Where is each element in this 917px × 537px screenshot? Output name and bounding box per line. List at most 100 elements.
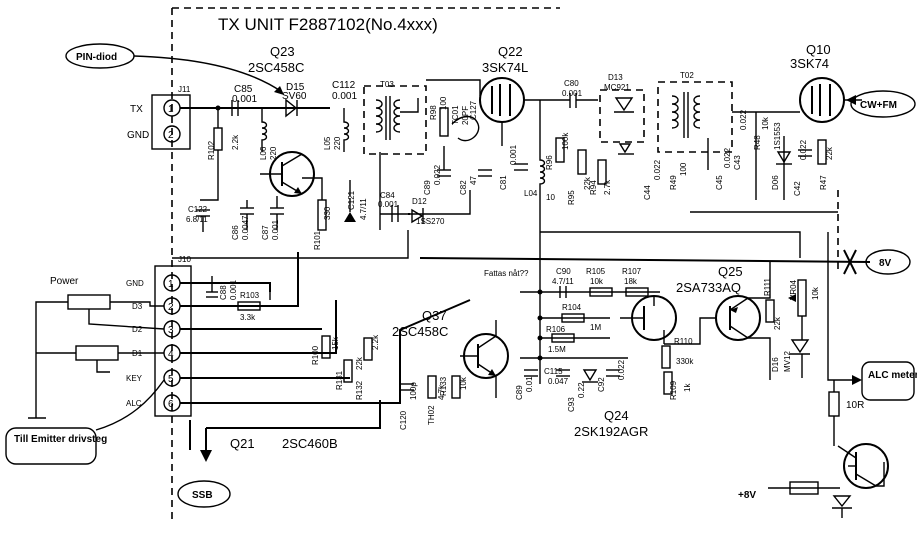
components-r102-0-label: R102 bbox=[207, 140, 216, 160]
components-r107-0-label: R107 bbox=[622, 267, 642, 276]
components-c122-1-label: 6.8/11 bbox=[186, 215, 208, 224]
q24-section bbox=[520, 286, 660, 383]
components-c45-1-label: 0.022 bbox=[723, 147, 732, 168]
components-c84-0-label: C84 bbox=[380, 191, 395, 200]
components-r131-1-label: 22k bbox=[355, 356, 364, 370]
j11-ref: J11 bbox=[178, 85, 191, 94]
j10-pin6: 6 bbox=[168, 399, 174, 410]
q23-part: 2SC458C bbox=[248, 60, 304, 75]
components-r47-0-label: R47 bbox=[819, 175, 828, 190]
components-t03-0-label: T03 bbox=[380, 80, 394, 89]
components-r96-1-label: 100k bbox=[561, 132, 570, 150]
components-c115-0-label: C115 bbox=[544, 367, 563, 376]
components-c86-0-label: C86 bbox=[231, 225, 240, 240]
components-r49-1-label: 100 bbox=[679, 162, 688, 176]
components-d12-0-label: D12 bbox=[412, 197, 427, 206]
r10-label: 10R bbox=[846, 400, 864, 411]
components-r104-1-label: 1M bbox=[590, 323, 601, 332]
components-r94-0-label: R94 bbox=[589, 180, 598, 195]
q10-transistor: Q10 3SK74 bbox=[790, 42, 862, 123]
q10-ref: Q10 bbox=[806, 42, 831, 57]
l04-coil bbox=[539, 100, 546, 384]
q10-part: 3SK74 bbox=[790, 56, 829, 71]
components-r98-1-label: 100 bbox=[439, 96, 448, 110]
components-l05-0-label: L05 bbox=[323, 136, 332, 150]
components-r102-1-label: 2.2k bbox=[231, 134, 240, 150]
components-c121-1-label: 4.7/11 bbox=[359, 198, 368, 220]
components-tc01-1-label: 20PF bbox=[461, 106, 470, 125]
components-d13-1-label: MC921 bbox=[604, 83, 630, 92]
components-r106-1-label: 1.5M bbox=[548, 345, 566, 354]
components-r47-1-label: 22k bbox=[825, 146, 834, 160]
v8-rail: 8V bbox=[408, 211, 911, 275]
j11-pin2: 2 bbox=[168, 130, 174, 141]
components-c93-1-label: 0.22 bbox=[577, 382, 586, 398]
components-c88-0-label: C88 bbox=[219, 285, 228, 300]
components-c80-1-label: 0.001 bbox=[562, 89, 583, 98]
connector-j10: 1 2 3 4 5 6 J10 GND D3 D2 D1 KEY ALC bbox=[126, 255, 192, 417]
components-r100-0-label: R100 bbox=[311, 345, 320, 365]
components-r103-1-label: 3.3k bbox=[240, 313, 256, 322]
till-emitter-callout: Till Emitter drivsteg bbox=[5, 379, 165, 465]
j10-pin1: 1 bbox=[168, 279, 174, 290]
components-r95-0-label: R95 bbox=[567, 190, 576, 205]
components-r106-0-label: R106 bbox=[546, 325, 566, 334]
components-c87-0-label: C87 bbox=[261, 225, 270, 240]
components-c87-1-label: 0.001 bbox=[271, 219, 280, 240]
components-r131-0-label: R131 bbox=[335, 370, 344, 390]
components-r132-0-label: R132 bbox=[355, 380, 364, 400]
components-r101-1-label: 330 bbox=[323, 206, 332, 220]
components-c45-0-label: C45 bbox=[715, 175, 724, 190]
power-label: Power bbox=[50, 276, 79, 287]
components-r110-0-label: R110 bbox=[674, 337, 693, 346]
cw-fm-label: CW+FM bbox=[860, 100, 897, 111]
q21-ref: Q21 bbox=[230, 436, 255, 451]
components-r107-1-label: 18k bbox=[624, 277, 638, 286]
j10-label-key: KEY bbox=[126, 374, 143, 383]
components-r109-1-label: 1k bbox=[683, 383, 692, 392]
components-r101-0-label: R101 bbox=[313, 230, 322, 250]
q21-part: 2SC460B bbox=[282, 436, 338, 451]
components-c89-1-label: 0.022 bbox=[433, 164, 442, 185]
components-vr04-0-label: VR04 bbox=[789, 279, 798, 300]
j10-ref: J10 bbox=[178, 255, 191, 264]
components-d15-1-label: SV60 bbox=[282, 91, 307, 102]
components-c93-0-label: C93 bbox=[567, 397, 576, 412]
components-r105-1-label: 10k bbox=[590, 277, 604, 286]
cw-fm-callout: CW+FM bbox=[846, 90, 916, 118]
j11-label-gnd: GND bbox=[127, 130, 149, 141]
q22-input-network bbox=[426, 79, 528, 177]
ssb-label: SSB bbox=[192, 490, 213, 501]
components-r48-1-label: 10k bbox=[761, 116, 770, 130]
components-l06-0-label: L06 bbox=[259, 146, 268, 160]
q24-part: 2SK192AGR bbox=[574, 424, 648, 439]
t03-transformer bbox=[363, 85, 427, 155]
q24-transistor: Q24 2SK192AGR bbox=[574, 295, 677, 439]
components-r110-1-label: 330k bbox=[676, 357, 694, 366]
tx-input-line bbox=[180, 98, 330, 162]
components-r96-0-label: R96 bbox=[545, 155, 554, 170]
components-c90-0-label: C90 bbox=[556, 267, 571, 276]
till-emitter-label: Till Emitter drivsteg bbox=[14, 434, 107, 445]
components-r95-1-label: 22k bbox=[583, 176, 592, 190]
tx-unit-border bbox=[171, 7, 560, 520]
v8-label: 8V bbox=[879, 258, 892, 269]
q22-ref: Q22 bbox=[498, 44, 523, 59]
bottom-right-stage: 10R +8V bbox=[738, 380, 889, 518]
components-c90-1-label: 4.7/11 bbox=[552, 277, 574, 286]
q23-ref: Q23 bbox=[270, 44, 295, 59]
components-c81-1-label: 0.001 bbox=[509, 144, 518, 165]
components-r94-1-label: 2.7k bbox=[603, 179, 612, 195]
components-c82-1-label: 47 bbox=[469, 176, 478, 185]
q22-transistor: Q22 3SK74L bbox=[479, 44, 570, 146]
components-r105-0-label: R105 bbox=[586, 267, 606, 276]
components-c89-0-label: C89 bbox=[423, 180, 432, 195]
components-d15-0-label: D15 bbox=[286, 82, 305, 93]
q25-transistor: Q25 2SA733AQ bbox=[676, 262, 771, 348]
j10-label-d3: D3 bbox=[132, 302, 143, 311]
components-c82-0-label: C82 bbox=[459, 180, 468, 195]
q23-transistor bbox=[260, 151, 315, 197]
q25-ref: Q25 bbox=[718, 264, 743, 279]
components-c85-0-label: C85 bbox=[234, 84, 253, 95]
components-d13-0-label: D13 bbox=[608, 73, 623, 82]
